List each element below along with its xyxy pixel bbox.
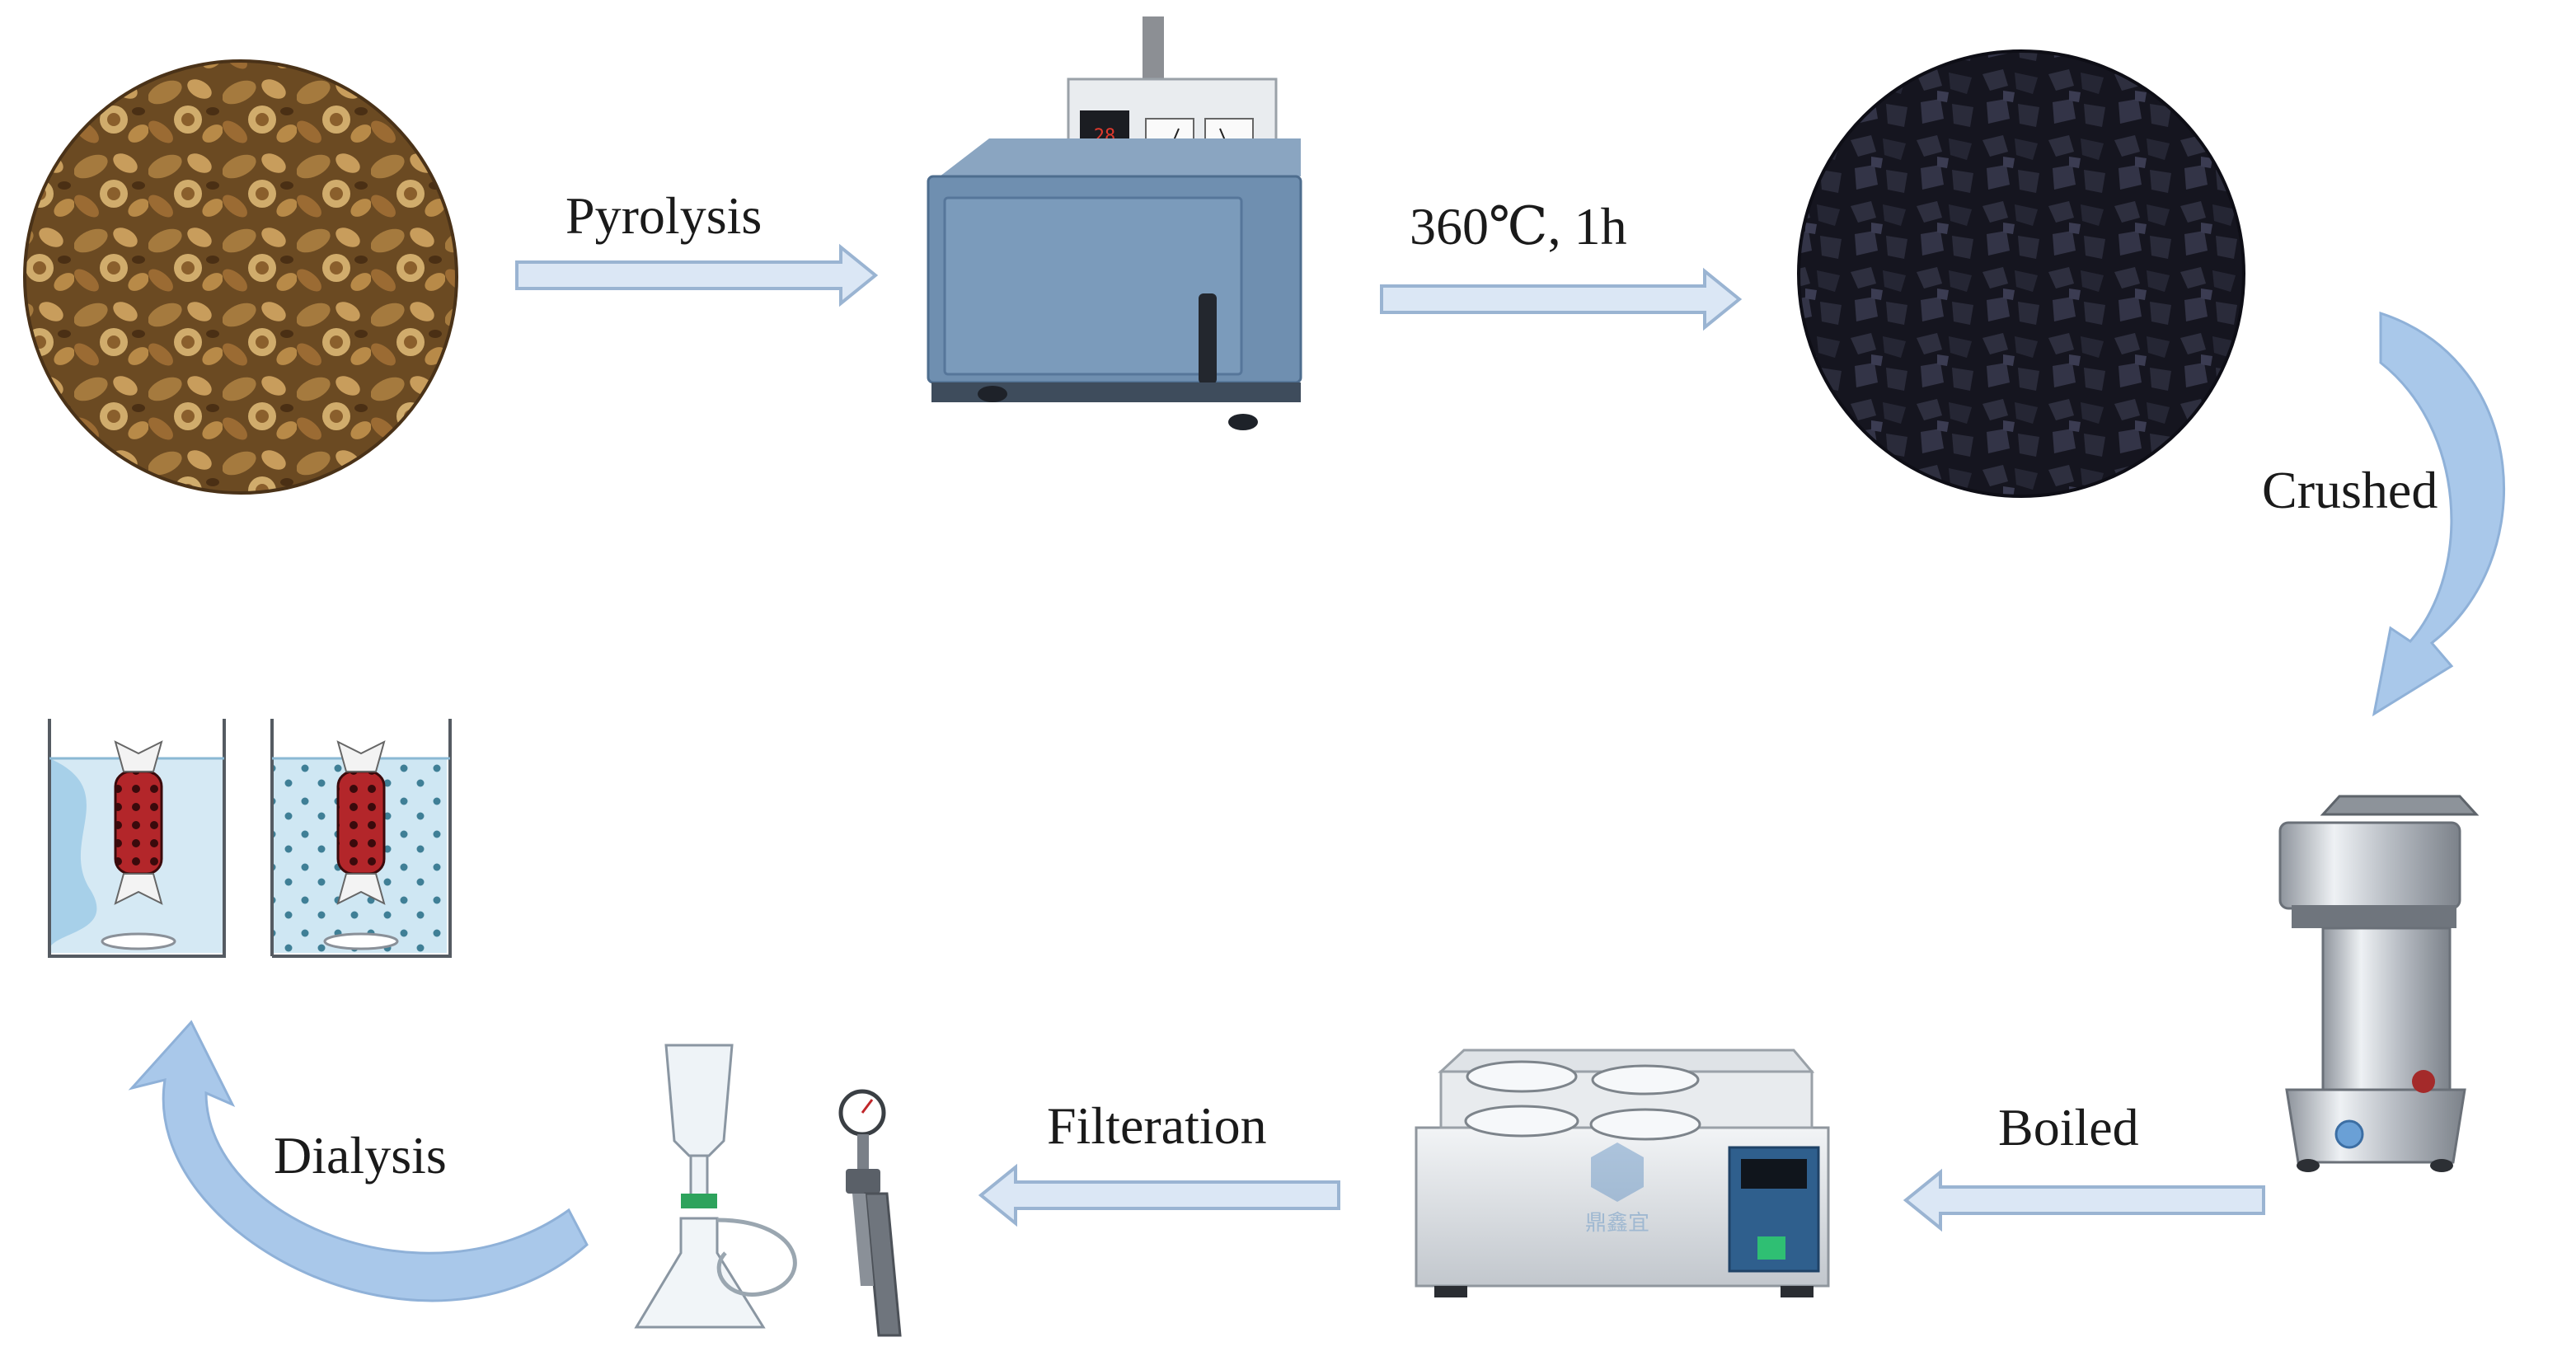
curved-arrow-dialysis [128, 1020, 589, 1302]
carbonized-material-image [1797, 49, 2245, 498]
arrow-temperature [1380, 267, 1743, 331]
curved-arrow-crushed [2372, 311, 2506, 717]
dialysis-beaker-1 [48, 719, 226, 958]
arrow-pyrolysis [515, 243, 879, 307]
heater-brand: 鼎鑫宜 [1585, 1211, 1649, 1236]
label-filteration: Filteration [1047, 1096, 1267, 1155]
dialysis-beaker-2 [270, 719, 452, 958]
label-dialysis: Dialysis [274, 1126, 447, 1185]
grinder [2278, 795, 2480, 1172]
arrow-filteration [978, 1163, 1340, 1227]
label-pyrolysis: Pyrolysis [565, 186, 762, 245]
muffle-furnace: 28 [927, 16, 1302, 430]
arrow-boiled [1903, 1168, 2265, 1232]
vacuum-filtration-apparatus [634, 1044, 902, 1337]
label-crushed: Crushed [2262, 461, 2438, 519]
water-bath-heater: 鼎鑫宜 [1415, 1049, 1830, 1297]
label-temperature-time: 360℃, 1h [1410, 197, 1627, 256]
raw-material-image [23, 59, 458, 495]
label-boiled: Boiled [1998, 1098, 2139, 1157]
